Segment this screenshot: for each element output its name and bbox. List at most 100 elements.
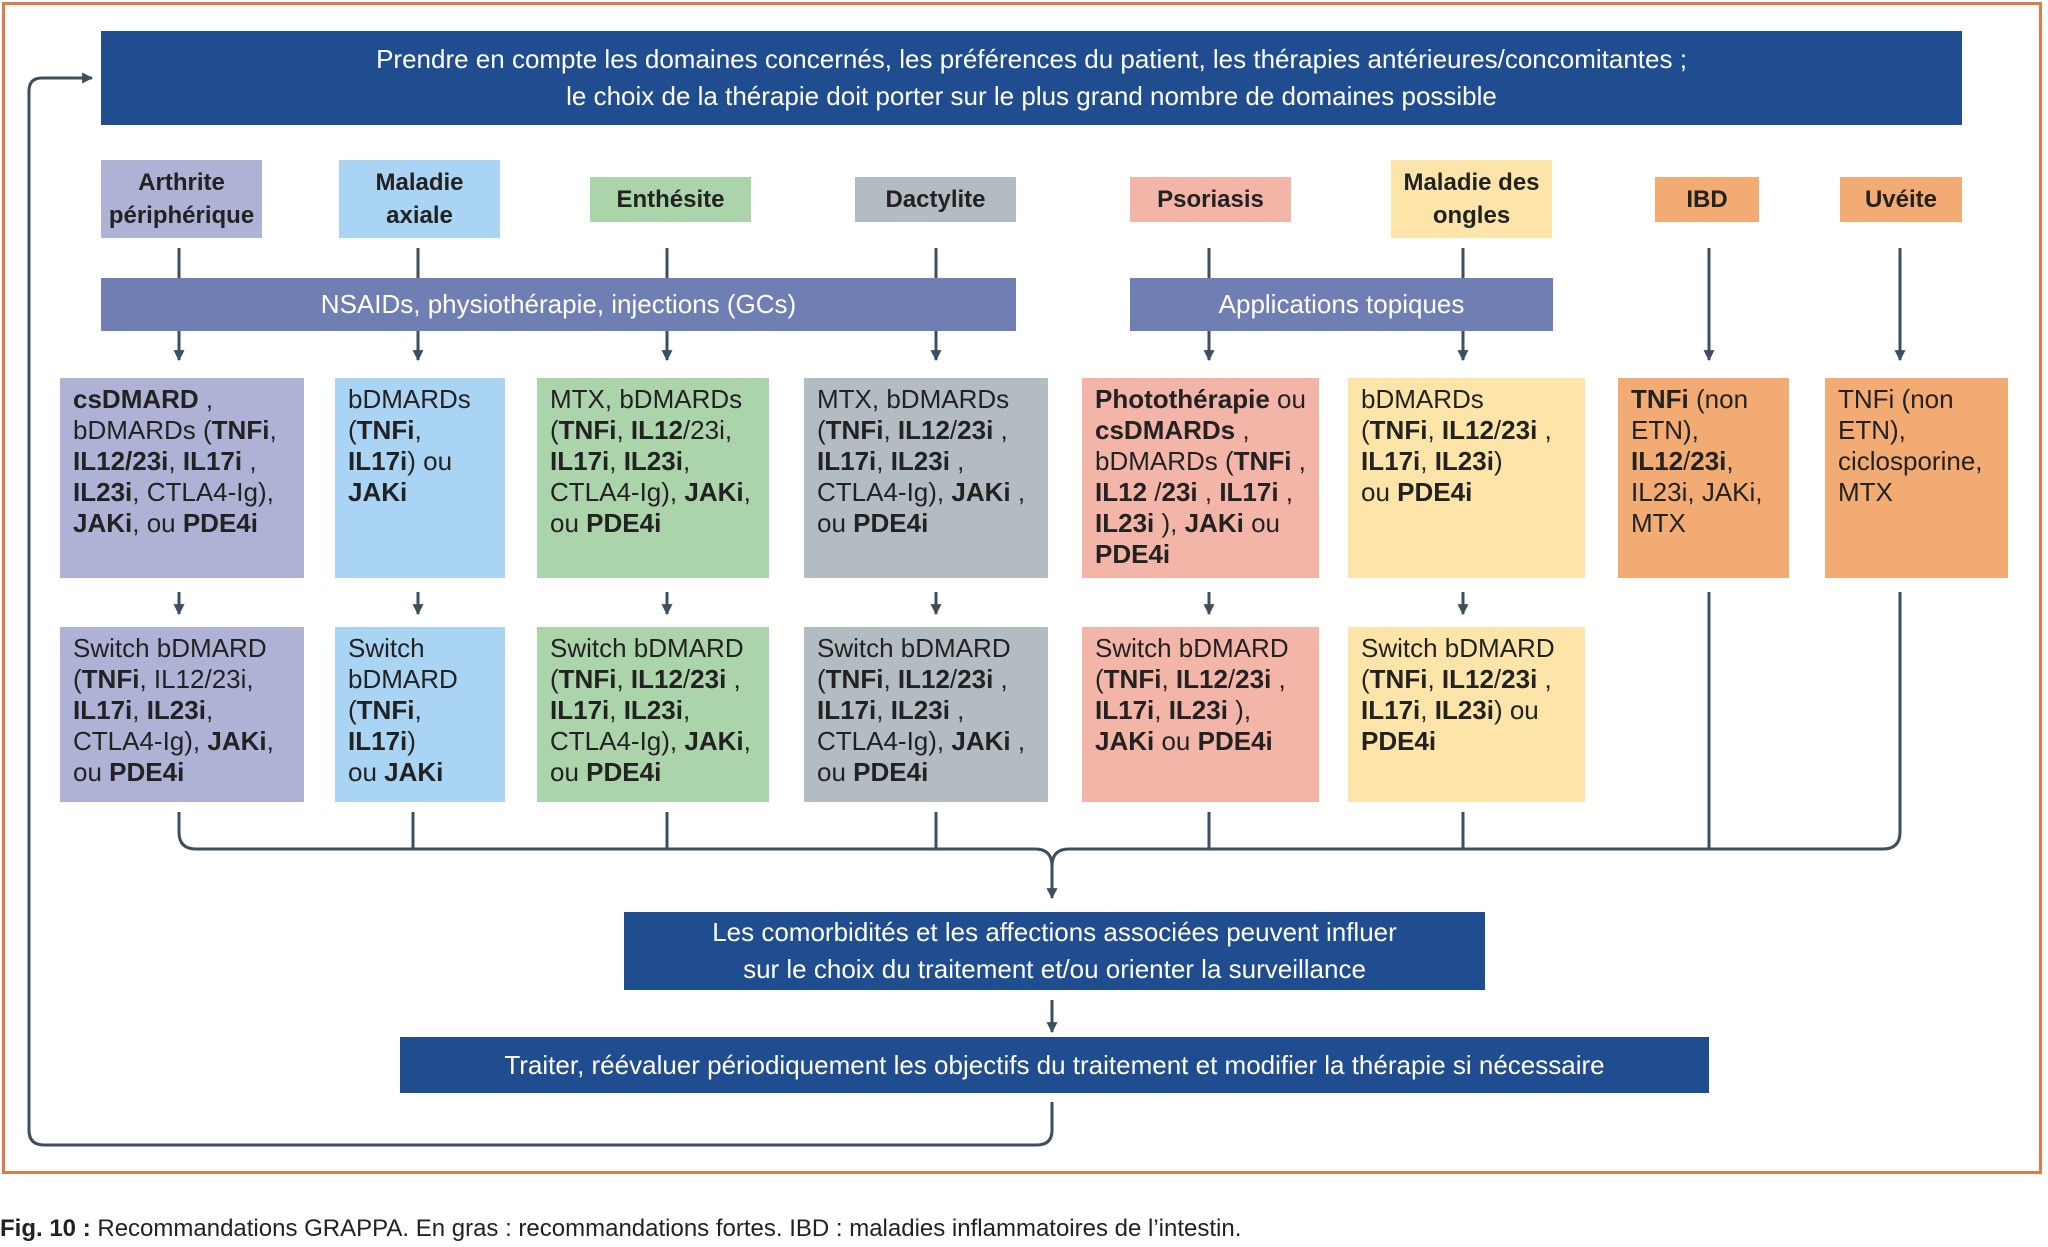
final-box: Traiter, réévaluer périodiquement les ob… <box>400 1037 1709 1093</box>
treatment-line: (TNFi, IL12/23i , <box>1095 664 1286 694</box>
comorbidities-line2: sur le choix du traitement et/ou oriente… <box>743 954 1366 984</box>
treatment-line: IL17i, IL23i , <box>817 695 965 725</box>
treatment-line: ou PDE4i <box>550 757 662 787</box>
treatment-line: (TNFi, IL12/23i , <box>817 664 1008 694</box>
treatment-line: IL17i, IL23i) <box>1361 446 1503 476</box>
treatment-line: (TNFi, IL12/23i , <box>550 664 741 694</box>
domain-header-ibd: IBD <box>1655 177 1759 222</box>
domain-header-line: Uvéite <box>1864 186 1938 213</box>
top-banner-line2: le choix de la thérapie doit porter sur … <box>566 81 1497 111</box>
treatment-line: Switch bDMARD <box>1095 633 1289 663</box>
treatment-line: CTLA4-Ig), JAKi, <box>73 726 274 756</box>
treatment-line: CTLA4-Ig), JAKi , <box>817 726 1026 756</box>
treatment-line: (TNFi, IL12/23i, <box>550 415 733 445</box>
treatment-line: (TNFi, IL12/23i , <box>1361 664 1552 694</box>
treatment-line: IL17i, IL23i ), <box>1095 695 1252 725</box>
treatment-line: IL23i, JAKi, <box>1631 477 1763 507</box>
nsaids-bar: NSAIDs, physiothérapie, injections (GCs) <box>101 278 1016 331</box>
first-line-therapy-ongles: bDMARDs(TNFi, IL12/23i ,IL17i, IL23i)ou … <box>1348 378 1585 578</box>
bracket-right <box>1050 592 1902 867</box>
treatment-line: MTX <box>1838 477 1893 507</box>
second-line-therapy-psoriasis: Switch bDMARD(TNFi, IL12/23i ,IL17i, IL2… <box>1082 627 1319 802</box>
treatment-line: PDE4i <box>1095 539 1171 569</box>
treatment-line: csDMARDs , <box>1095 415 1250 445</box>
treatment-line: IL17i, IL23i) ou <box>1361 695 1539 725</box>
treatment-line: ETN), <box>1631 415 1699 445</box>
top-banner-line1: Prendre en compte les domaines concernés… <box>376 44 1687 74</box>
domain-header-uveite: Uvéite <box>1840 177 1962 222</box>
treatment-line: MTX <box>1631 508 1686 538</box>
treatment-line: IL23i ), JAKi ou <box>1095 508 1280 538</box>
treatment-line: TNFi (non <box>1631 384 1749 414</box>
treatment-line: bDMARDs (TNFi, <box>73 415 277 445</box>
treatment-line: ou JAKi <box>348 757 444 787</box>
treatment-line: IL17i) ou <box>348 446 453 476</box>
domain-header-line: Maladie des <box>1403 169 1540 196</box>
treatment-line: IL17i) <box>348 726 416 756</box>
treatment-line: IL12/23i, <box>1631 446 1734 476</box>
treatment-line: Switch bDMARD <box>817 633 1011 663</box>
treatment-line: ou PDE4i <box>1361 477 1473 507</box>
domain-header-line: IBD <box>1686 186 1728 213</box>
top-banner: Prendre en compte les domaines concernés… <box>101 31 1962 125</box>
caption-text: Recommandations GRAPPA. En gras : recomm… <box>90 1215 1242 1242</box>
treatment-line: CTLA4-Ig), JAKi, <box>550 726 751 756</box>
treatment-line: ETN), <box>1838 415 1906 445</box>
domain-header-line: Psoriasis <box>1157 186 1264 213</box>
treatment-line: bDMARDs (TNFi , <box>1095 446 1306 476</box>
domain-header-line: axiale <box>386 202 453 229</box>
treatment-line: csDMARD , <box>73 384 214 414</box>
treatment-line: IL17i, IL23i, <box>73 695 214 725</box>
first-line-therapy-enthesite: MTX, bDMARDs(TNFi, IL12/23i,IL17i, IL23i… <box>537 378 769 578</box>
treatment-line: IL12 /23i , IL17i , <box>1095 477 1294 507</box>
treatment-line: Switch <box>348 633 425 663</box>
treatment-line: ou PDE4i <box>817 757 929 787</box>
treatment-line: CTLA4-Ig), JAKi , <box>817 477 1026 507</box>
second-line-therapy-dactylite: Switch bDMARD(TNFi, IL12/23i ,IL17i, IL2… <box>804 627 1048 802</box>
domain-header-line: Maladie <box>375 169 464 196</box>
treatment-line: MTX, bDMARDs <box>550 384 743 414</box>
domain-header-dactylite: Dactylite <box>855 177 1016 222</box>
treatment-line: IL17i, IL23i, <box>550 446 691 476</box>
treatment-line: JAKi ou PDE4i <box>1095 726 1273 756</box>
domain-header-axiale: Maladie axiale <box>339 160 500 238</box>
first-line-therapy-dactylite: MTX, bDMARDs(TNFi, IL12/23i ,IL17i, IL23… <box>804 378 1048 578</box>
treatment-line: CTLA4-Ig), JAKi, <box>550 477 751 507</box>
domain-header-psoriasis: Psoriasis <box>1130 177 1291 222</box>
treatment-line: Switch bDMARD <box>73 633 267 663</box>
treatment-line: IL12/23i, IL17i , <box>73 446 257 476</box>
topical-bar-label: Applications topiques <box>1218 289 1465 319</box>
domain-header-enthesite: Enthésite <box>590 177 751 222</box>
feedback-loop <box>27 72 1054 1147</box>
treatment-line: bDMARDs <box>1361 384 1484 414</box>
second-line-therapy-arthrite: Switch bDMARD(TNFi, IL12/23i,IL17i, IL23… <box>60 627 304 802</box>
treatment-line: (TNFi, IL12/23i, <box>73 664 254 694</box>
comorbidities-line1: Les comorbidités et les affections assoc… <box>712 917 1397 947</box>
treatment-line: Switch bDMARD <box>550 633 744 663</box>
treatment-line: Switch bDMARD <box>1361 633 1555 663</box>
treatment-line: Photothérapie ou <box>1095 384 1306 414</box>
figure-caption: Fig. 10 : Recommandations GRAPPA. En gra… <box>0 1215 1241 1243</box>
second-line-therapy-enthesite: Switch bDMARD(TNFi, IL12/23i ,IL17i, IL2… <box>537 627 769 802</box>
treatment-line: JAKi, ou PDE4i <box>73 508 258 538</box>
treatment-line: (TNFi, IL12/23i , <box>817 415 1008 445</box>
nsaids-bar-label: NSAIDs, physiothérapie, injections (GCs) <box>320 289 797 319</box>
diagram-frame <box>2 2 2042 1174</box>
treatment-line: IL17i, IL23i , <box>817 446 965 476</box>
treatment-line: ciclosporine, <box>1838 446 1983 476</box>
domain-header-line: Dactylite <box>885 186 986 213</box>
treatment-line: (TNFi, <box>348 695 422 725</box>
treatment-line: PDE4i <box>1361 726 1437 756</box>
final-text: Traiter, réévaluer périodiquement les ob… <box>504 1049 1605 1080</box>
treatment-line: ou PDE4i <box>817 508 929 538</box>
treatment-line: bDMARD <box>348 664 458 694</box>
treatment-line: TNFi (non <box>1838 384 1954 414</box>
domain-header-line: périphérique <box>108 202 255 229</box>
